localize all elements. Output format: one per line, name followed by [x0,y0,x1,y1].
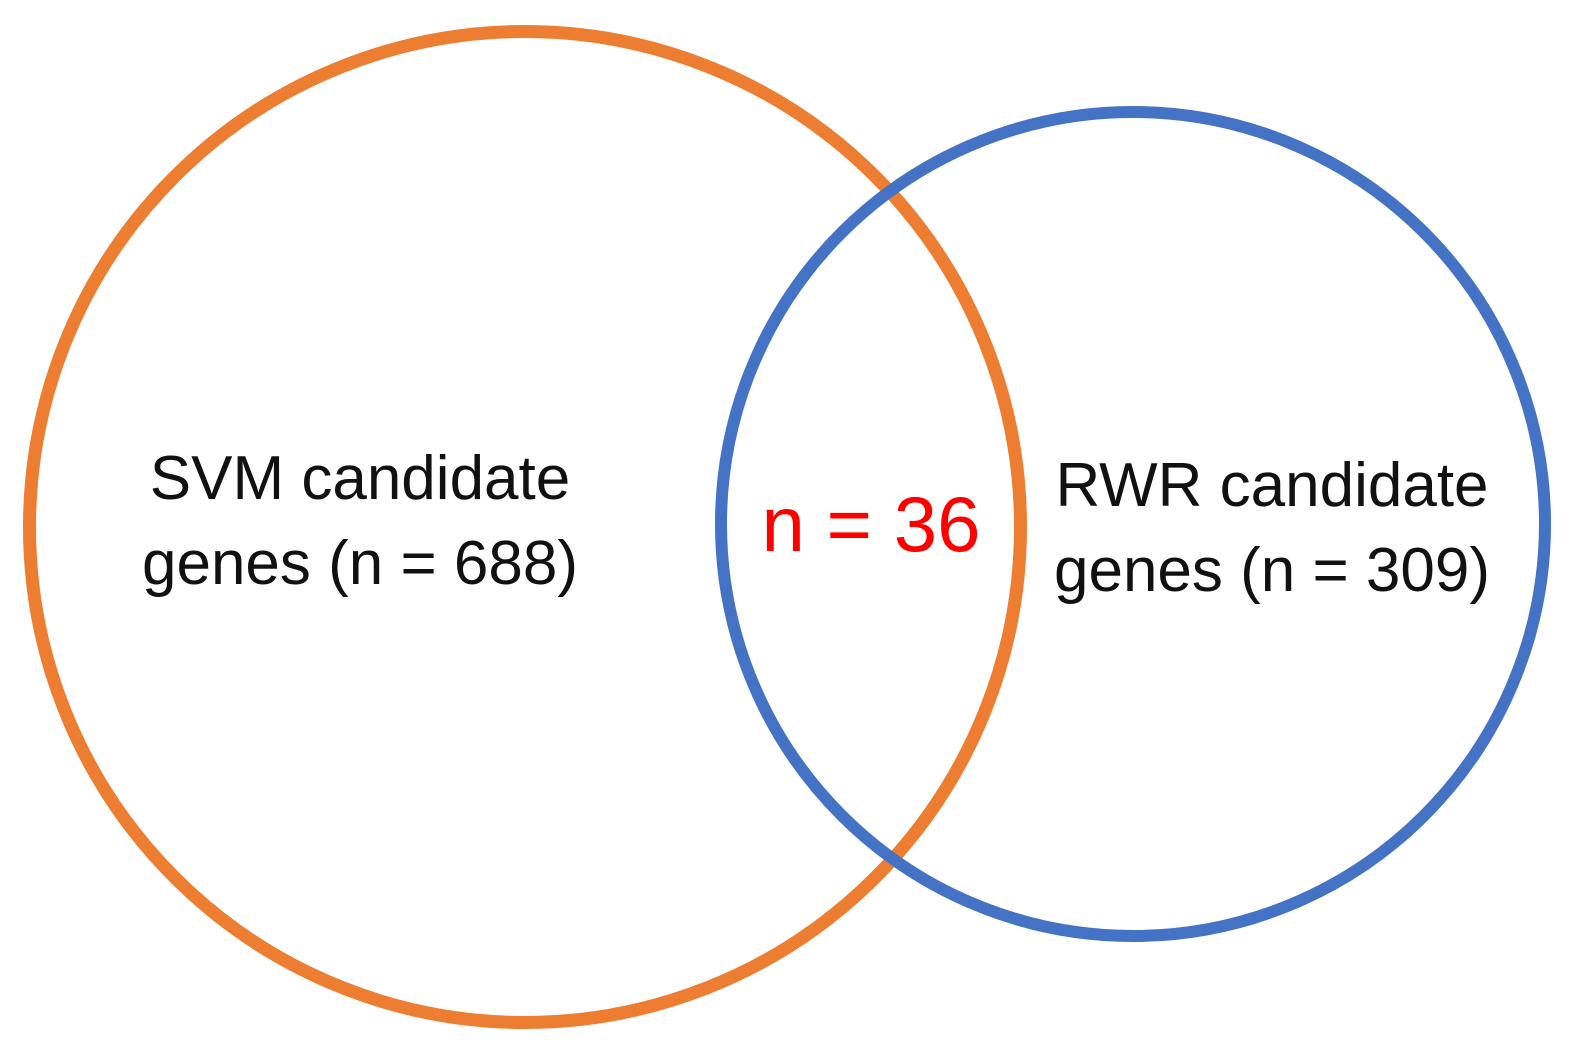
rwr-set-label-line-1: RWR candidate [1055,451,1489,520]
intersection-count-label: n = 36 [761,480,981,568]
svm-set-label-line-1: SVM candidate [149,444,571,513]
rwr-set-label-line-2: genes (n = 309) [1053,536,1491,605]
svm-set-label-line-2: genes (n = 688) [141,529,579,598]
svm-set-label: SVM candidate genes (n = 688) [142,436,578,606]
rwr-set-label: RWR candidate genes (n = 309) [1054,443,1490,613]
